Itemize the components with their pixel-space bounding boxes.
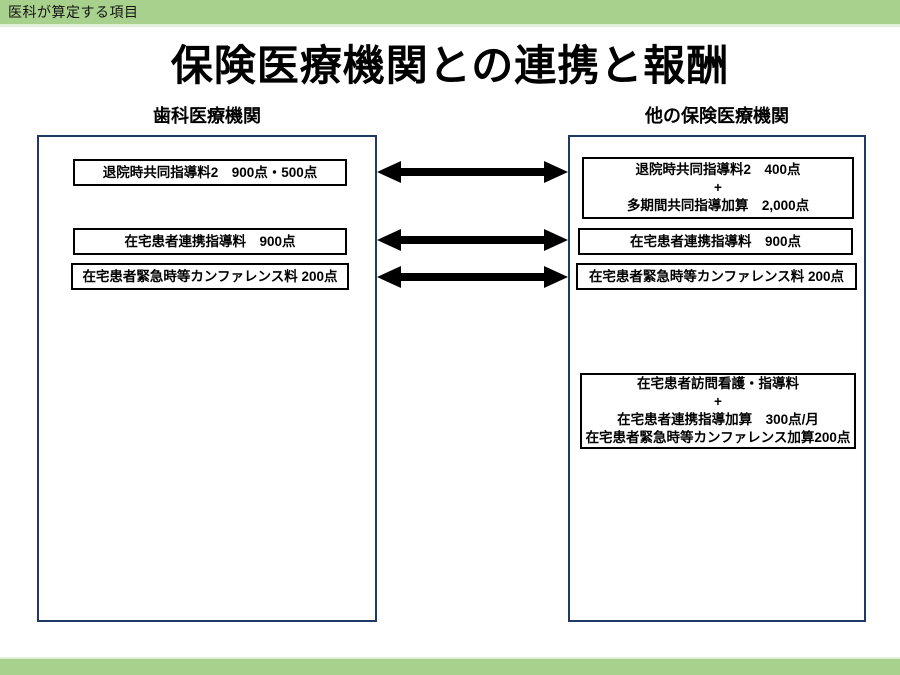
right-column-header: 他の保険医療機関 bbox=[645, 106, 789, 126]
fee-box-line: + bbox=[714, 394, 722, 409]
arrowhead-left-icon bbox=[377, 266, 401, 288]
arrowhead-right-icon bbox=[544, 266, 568, 288]
top-bar: 医科が算定する項目 bbox=[0, 0, 900, 27]
arrow-shaft bbox=[391, 273, 554, 281]
fee-box-discharge-joint-guidance-right: 退院時共同指導料2 400点 + 多期間共同指導加算 2,000点 bbox=[582, 157, 854, 219]
double-arrow-icon bbox=[377, 161, 568, 183]
top-bar-label: 医科が算定する項目 bbox=[8, 4, 139, 20]
dental-institution-panel bbox=[37, 135, 377, 622]
arrowhead-right-icon bbox=[544, 161, 568, 183]
double-arrow-icon bbox=[377, 229, 568, 251]
fee-box-line: + bbox=[714, 180, 722, 195]
arrow-shaft bbox=[391, 236, 554, 244]
fee-box-line: 在宅患者緊急時等カンファレンス加算200点 bbox=[585, 430, 851, 445]
fee-box-emergency-conference-left: 在宅患者緊急時等カンファレンス料 200点 bbox=[71, 263, 349, 290]
fee-box-line: 多期間共同指導加算 2,000点 bbox=[626, 198, 810, 213]
fee-box-line: 在宅患者連携指導料 900点 bbox=[124, 233, 296, 249]
page-title: 保険医療機関との連携と報酬 bbox=[170, 42, 730, 89]
double-arrow-icon bbox=[377, 266, 568, 288]
fee-box-home-patient-liaison-left: 在宅患者連携指導料 900点 bbox=[73, 228, 347, 255]
fee-box-discharge-joint-guidance-left: 退院時共同指導料2 900点・500点 bbox=[73, 159, 347, 186]
fee-box-line: 在宅患者連携指導加算 300点/月 bbox=[617, 412, 819, 427]
fee-box-line: 在宅患者連携指導料 900点 bbox=[629, 233, 802, 249]
fee-box-line: 退院時共同指導料2 900点・500点 bbox=[102, 164, 318, 180]
bottom-bar bbox=[0, 657, 900, 675]
arrowhead-left-icon bbox=[377, 161, 401, 183]
fee-box-line: 退院時共同指導料2 400点 bbox=[635, 162, 801, 177]
left-column-header: 歯科医療機関 bbox=[153, 106, 261, 126]
arrowhead-left-icon bbox=[377, 229, 401, 251]
fee-box-home-visit-nursing-right: 在宅患者訪問看護・指導料 + 在宅患者連携指導加算 300点/月 在宅患者緊急時… bbox=[580, 373, 856, 449]
arrow-shaft bbox=[391, 168, 554, 176]
arrowhead-right-icon bbox=[544, 229, 568, 251]
fee-box-home-patient-liaison-right: 在宅患者連携指導料 900点 bbox=[578, 228, 853, 255]
fee-box-line: 在宅患者緊急時等カンファレンス料 200点 bbox=[588, 268, 845, 284]
fee-box-emergency-conference-right: 在宅患者緊急時等カンファレンス料 200点 bbox=[576, 263, 857, 290]
fee-box-line: 在宅患者緊急時等カンファレンス料 200点 bbox=[82, 268, 338, 284]
fee-box-line: 在宅患者訪問看護・指導料 bbox=[637, 376, 799, 391]
